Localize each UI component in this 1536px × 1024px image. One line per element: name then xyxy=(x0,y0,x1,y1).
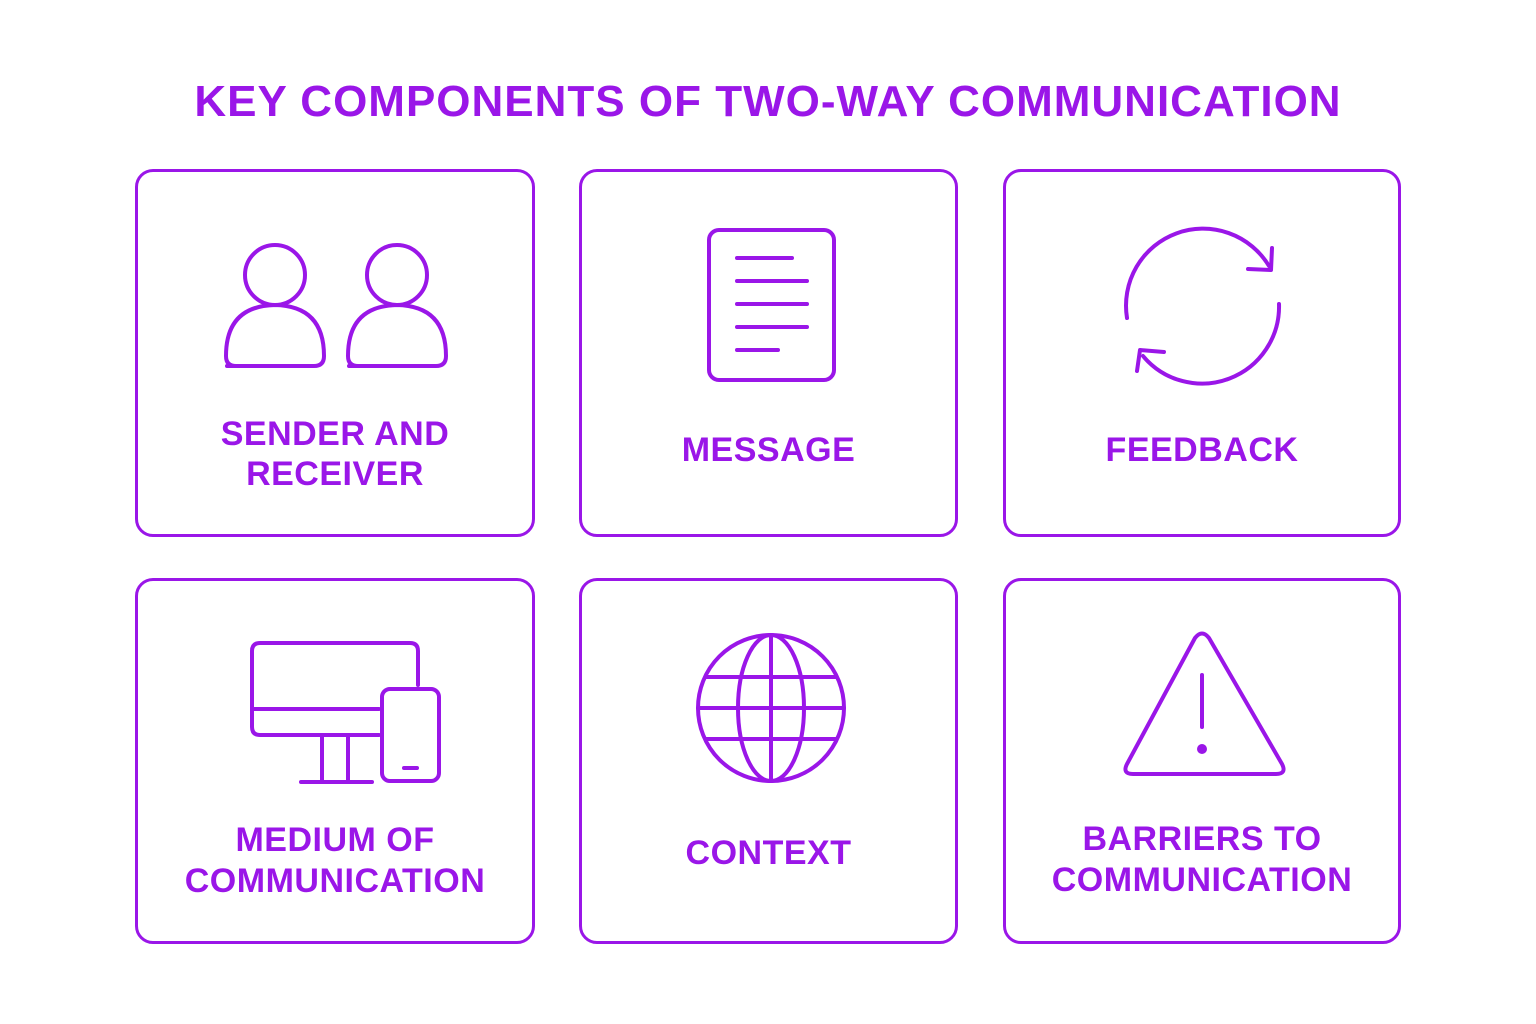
card-medium: MEDIUM OF COMMUNICATION xyxy=(135,578,535,944)
card-label-line1: CONTEXT xyxy=(685,834,852,872)
card-label-line2: COMMUNICATION xyxy=(184,862,486,900)
desktop-phone-icon xyxy=(250,641,441,784)
warning-triangle-icon xyxy=(1123,631,1286,776)
sender-receiver-icon xyxy=(224,243,448,368)
card-label-line1: SENDER AND xyxy=(220,415,450,453)
card-label-line1: MESSAGE xyxy=(681,431,856,469)
card-label-line1: MEDIUM OF xyxy=(235,821,435,859)
globe-icon xyxy=(696,633,846,783)
card-context: CONTEXT xyxy=(579,578,958,944)
card-label-line1: BARRIERS TO xyxy=(1082,820,1322,858)
document-icon xyxy=(707,228,836,382)
page-title: KEY COMPONENTS OF TWO-WAY COMMUNICATION xyxy=(194,77,1342,126)
refresh-cycle-icon xyxy=(1124,226,1282,386)
card-label-line2: RECEIVER xyxy=(246,455,424,493)
card-feedback: FEEDBACK xyxy=(1003,169,1401,537)
card-sender-receiver: SENDER AND RECEIVER xyxy=(135,169,535,537)
card-label-line2: COMMUNICATION xyxy=(1051,861,1353,899)
card-barriers: BARRIERS TO COMMUNICATION xyxy=(1003,578,1401,944)
card-message: MESSAGE xyxy=(579,169,958,537)
card-label-line1: FEEDBACK xyxy=(1105,431,1299,469)
